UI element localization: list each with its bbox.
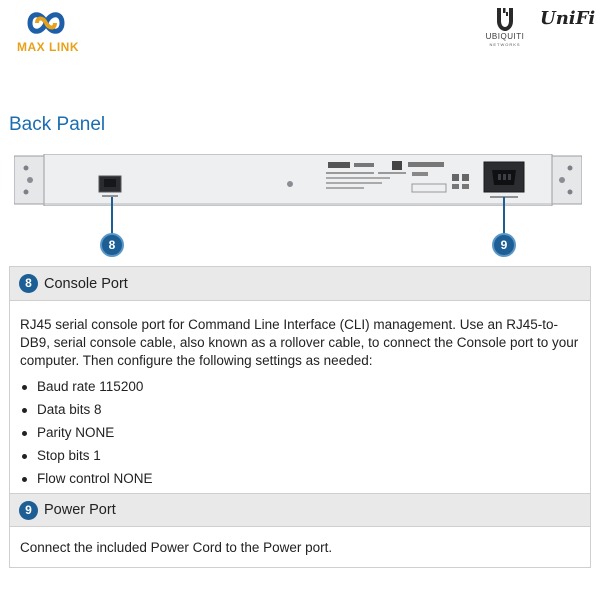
ubiquiti-logo-icon (497, 8, 513, 31)
power-port-number-badge: 9 (19, 500, 38, 520)
page-title: Back Panel (9, 114, 106, 135)
maxlink-logo: MAX LINK (8, 6, 88, 58)
switch-back-panel-illustration (14, 154, 582, 206)
callout-line-console (111, 197, 113, 235)
maxlink-logo-text: MAX LINK (17, 40, 79, 54)
unifi-logo: UniFi (540, 8, 596, 29)
power-port-title: Power Port (44, 502, 116, 518)
port-description-table: 8 Console Port RJ45 serial console port … (9, 266, 591, 568)
list-item: Stop bits 1 (20, 447, 580, 470)
ubiquiti-logo: UBIQUITI NETWORKS (474, 6, 536, 47)
list-item: Data bits 8 (20, 401, 580, 424)
console-port-number-badge: 8 (19, 274, 38, 293)
ubiquiti-logo-text: UBIQUITI (485, 32, 525, 41)
list-item: Parity NONE (20, 424, 580, 447)
maxlink-logo-icon (27, 12, 65, 34)
list-item: Baud rate 115200 (20, 378, 580, 401)
callout-power-port: 9 (492, 233, 516, 257)
console-port-title: Console Port (44, 275, 128, 292)
console-port-body: RJ45 serial console port for Command Lin… (10, 301, 590, 493)
ubiquiti-logo-subtext: NETWORKS (489, 42, 521, 47)
power-port-header: 9 Power Port (10, 493, 590, 527)
console-settings-list: Baud rate 115200 Data bits 8 Parity NONE… (20, 378, 580, 493)
list-item: Flow control NONE (20, 470, 580, 493)
power-port-description: Connect the included Power Cord to the P… (20, 540, 333, 555)
callout-console-port: 8 (100, 233, 124, 257)
callout-line-power (503, 197, 505, 235)
console-port-description: RJ45 serial console port for Command Lin… (20, 317, 579, 368)
device-label (326, 161, 469, 193)
console-port-header: 8 Console Port (10, 267, 590, 301)
